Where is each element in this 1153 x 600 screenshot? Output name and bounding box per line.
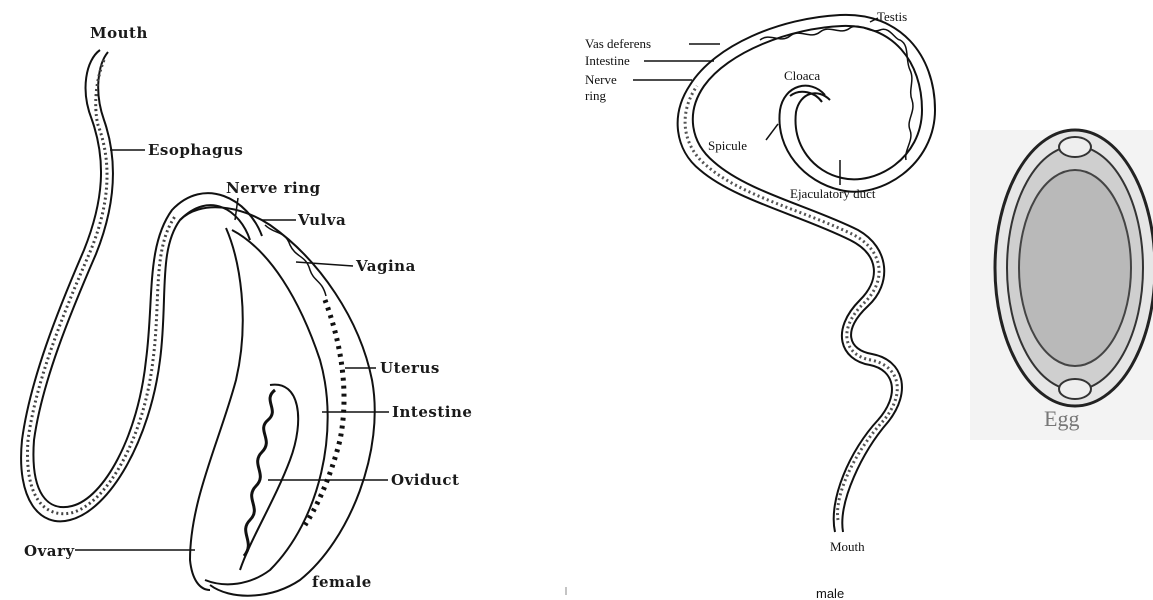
female-label-oviduct: Oviduct <box>391 471 459 489</box>
male-label-vas-deferens: Vas deferens <box>585 36 651 51</box>
egg-top-plug <box>1059 137 1091 157</box>
male-label-nerve-ring-1: Nerve <box>585 72 617 87</box>
female-label-mouth: Mouth <box>90 24 148 42</box>
female-label-uterus: Uterus <box>380 359 440 377</box>
male-leader-spicule <box>766 124 778 140</box>
female-anterior-body-inner <box>33 52 262 507</box>
male-label-spicule: Spicule <box>708 138 747 153</box>
egg-illustration <box>970 130 1153 440</box>
male-label-ejaculatory-duct: Ejaculatory duct <box>790 186 876 201</box>
female-label-vulva: Vulva <box>297 211 346 229</box>
male-label-nerve-ring-2: ring <box>585 88 606 103</box>
female-posterior-inner <box>205 230 328 584</box>
egg-bottom-plug <box>1059 379 1091 399</box>
female-label-intestine: Intestine <box>392 403 472 421</box>
female-label-vagina: Vagina <box>355 257 416 275</box>
male-label-testis: Testis <box>877 9 907 24</box>
female-worm <box>21 50 375 596</box>
male-label-intestine: Intestine <box>585 53 630 68</box>
male-body-inner <box>693 26 922 532</box>
egg-caption: Egg <box>1044 406 1079 431</box>
male-worm <box>678 15 935 532</box>
female-label-ovary: Ovary <box>24 542 75 560</box>
female-leader-vagina <box>296 262 353 266</box>
female-posterior-left <box>190 228 243 590</box>
egg-yolk <box>1019 170 1131 366</box>
female-caption: female <box>312 573 372 591</box>
male-label-mouth: Mouth <box>830 539 865 554</box>
male-label-cloaca: Cloaca <box>784 68 820 83</box>
female-label-esophagus: Esophagus <box>148 141 243 159</box>
female-anterior-stripe <box>27 60 176 514</box>
male-caption: male <box>816 586 844 600</box>
female-anterior-body <box>21 50 250 521</box>
female-ovary <box>244 390 275 556</box>
female-label-nerve-ring: Nerve ring <box>226 179 321 197</box>
female-vagina <box>265 225 326 296</box>
